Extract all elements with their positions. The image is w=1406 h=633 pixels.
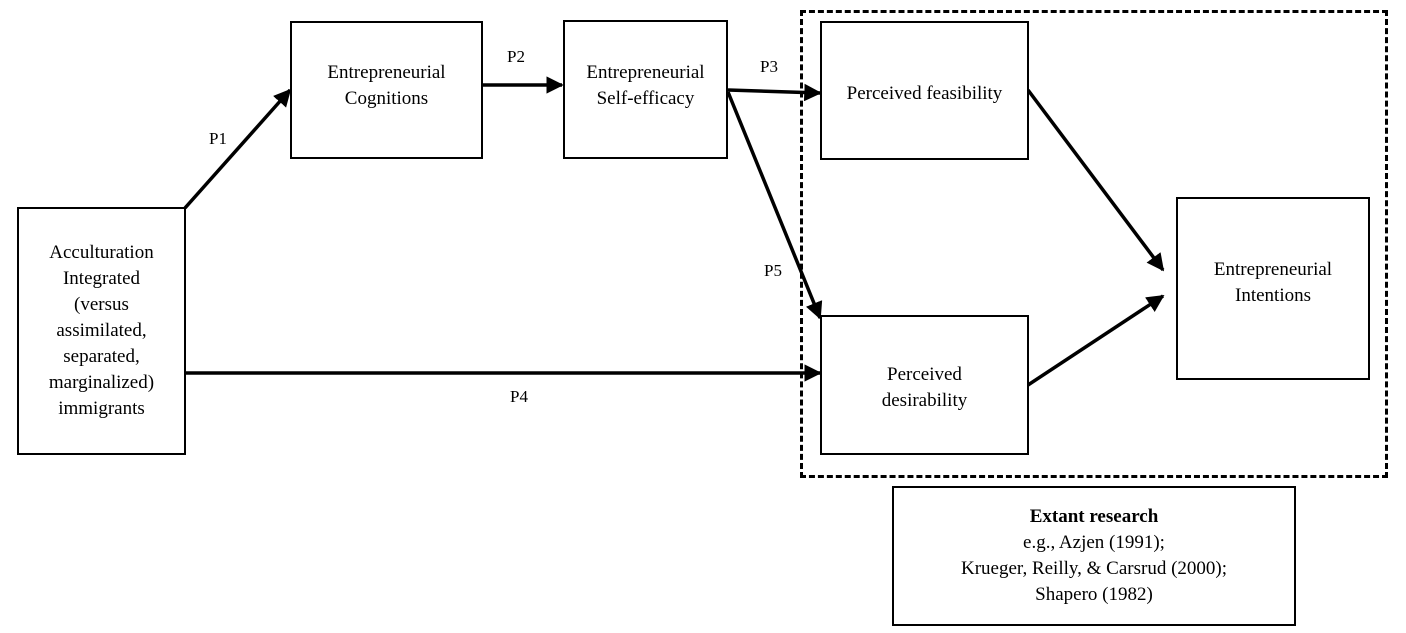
arrow-desirability-intentions (1027, 294, 1165, 387)
acculturation-line-7: immigrants (58, 398, 145, 419)
cognitions-line-1: Entrepreneurial (327, 62, 446, 83)
arrow-p1 (183, 88, 292, 210)
self-efficacy-line-2: Self-efficacy (596, 87, 695, 109)
self-efficacy-box: Entrepreneurial Self-efficacy (563, 20, 728, 159)
arrow-p5 (726, 91, 823, 320)
desirability-line-1: Perceived (887, 364, 962, 385)
desirability-line-2: desirability (881, 390, 968, 411)
path-label-p2: P2 (507, 47, 525, 66)
desirability-box: Perceived desirability (820, 315, 1029, 455)
path-label-p4: P4 (510, 387, 528, 406)
acculturation-line-5: separated, (63, 346, 140, 367)
arrow-p3 (727, 83, 822, 102)
intentions-box: Entrepreneurial Intentions (1176, 197, 1370, 380)
arrow-feasibility-intentions (1026, 88, 1165, 272)
cognitions-line-2: Cognitions (344, 88, 429, 109)
self-efficacy-line-1: Entrepreneurial (586, 61, 705, 83)
intentions-line-1: Entrepreneurial (1213, 258, 1333, 280)
cognitions-box: Entrepreneurial Cognitions (290, 21, 483, 159)
feasibility-line-1: Perceived feasibility (846, 83, 1003, 104)
path-label-p5: P5 (764, 261, 782, 280)
extant-research-ref-2: Krueger, Reilly, & Carsrud (2000); (960, 558, 1228, 579)
extant-research-ref-3: Shapero (1982) (1035, 584, 1153, 605)
acculturation-box: Acculturation Integrated (versus assimil… (17, 207, 186, 455)
path-label-p3: P3 (760, 57, 778, 76)
intention-model-region (800, 10, 1388, 478)
extant-research-box: Extant research e.g., Azjen (1991); Krue… (892, 486, 1296, 626)
acculturation-line-4: assimilated, (56, 320, 147, 341)
extant-research-heading: Extant research (1029, 506, 1159, 527)
intentions-line-2: Intentions (1235, 284, 1311, 306)
acculturation-line-6: marginalized) (48, 372, 155, 393)
acculturation-line-2: Integrated (62, 268, 140, 289)
acculturation-line-3: (versus (74, 294, 129, 315)
path-label-p1: P1 (209, 129, 227, 148)
extant-research-ref-1: e.g., Azjen (1991); (1023, 532, 1165, 553)
acculturation-line-1: Acculturation (49, 242, 154, 263)
feasibility-box: Perceived feasibility (820, 21, 1029, 160)
